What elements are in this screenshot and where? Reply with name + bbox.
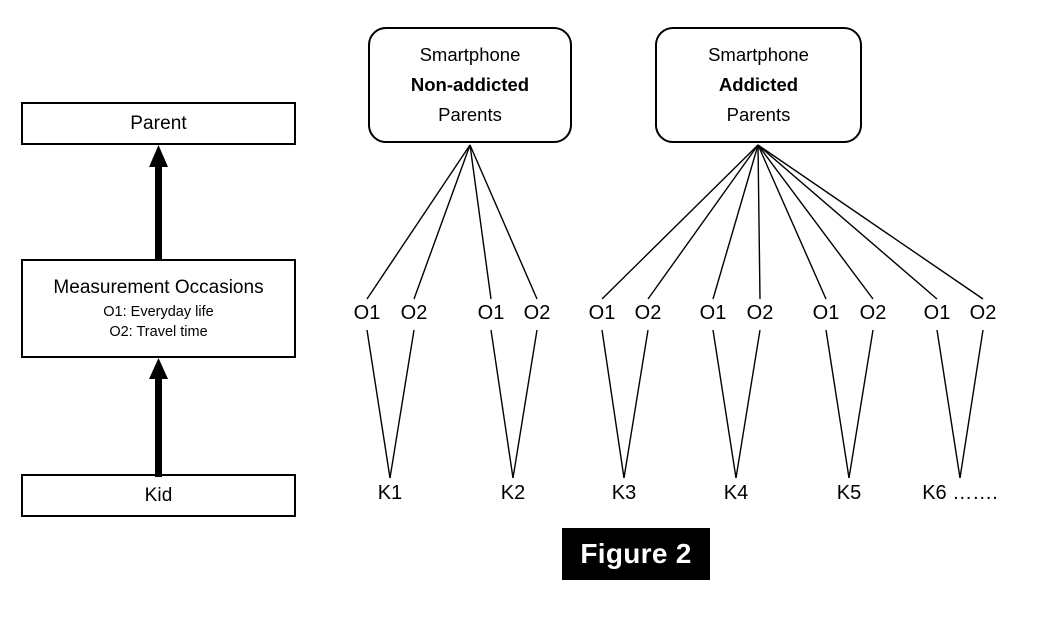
measurement-occasions-title: Measurement Occasions: [53, 277, 264, 298]
edge-o1-to-K1: [366, 329, 391, 479]
occasion-node-o2-2: O2: [523, 302, 551, 324]
edge-group-addicted-to-o1-K4: [712, 144, 759, 300]
group-addicted-line3: Parents: [726, 104, 791, 125]
parent-level-label: Parent: [130, 112, 187, 134]
occasion-node-o1-2: O1: [477, 302, 505, 324]
kid-node-2: K2: [500, 482, 526, 504]
edge-o2-to-K1: [389, 329, 415, 479]
kid-node-3: K3: [611, 482, 637, 504]
measurement-occasions-box: Measurement Occasions O1: Everyday life …: [21, 259, 296, 358]
edge-o1-to-K4: [712, 329, 737, 479]
occasion-node-o1-5: O1: [812, 302, 840, 324]
edge-o2-to-K2: [512, 329, 538, 479]
group-non-addicted-line3: Parents: [438, 104, 502, 125]
occasion-node-o2-4: O2: [746, 302, 774, 324]
occasion-node-o1-3: O1: [588, 302, 616, 324]
edge-group-addicted-to-o1-K6 …….: [757, 144, 938, 300]
group-addicted-line2: Addicted: [718, 74, 799, 95]
edge-group-non-addicted-to-o2-K2: [469, 144, 538, 300]
kid-node-1: K1: [377, 482, 403, 504]
edge-o1-to-K5: [825, 329, 850, 479]
edge-o1-to-K6 …….: [936, 329, 961, 479]
occasion-node-o2-5: O2: [859, 302, 887, 324]
tree-edges: [366, 144, 984, 479]
group-non-addicted-line2: Non-addicted: [410, 74, 530, 95]
measurement-to-parent-arrow: [149, 145, 168, 259]
edge-group-addicted-to-o2-K5: [757, 144, 874, 300]
kid-level-label: Kid: [144, 484, 173, 506]
kid-to-measurement-arrow: [149, 358, 168, 477]
parent-level-box: Parent: [21, 102, 296, 145]
edge-group-addicted-to-o2-K3: [647, 144, 759, 300]
occasion-o2-description: O2: Travel time: [109, 324, 208, 340]
edge-group-non-addicted-to-o2-K1: [413, 144, 471, 300]
edge-group-addicted-to-o1-K5: [757, 144, 827, 300]
kid-node-4: K4: [723, 482, 749, 504]
edge-o2-to-K6 …….: [959, 329, 984, 479]
occasion-node-o2-1: O2: [400, 302, 428, 324]
edge-o2-to-K5: [848, 329, 874, 479]
edge-o2-to-K3: [623, 329, 649, 479]
edge-o1-to-K3: [601, 329, 625, 479]
edge-group-addicted-to-o1-K3: [601, 144, 759, 300]
kid-node-6: K6 …….: [922, 482, 998, 504]
group-non-addicted-line1: Smartphone: [419, 44, 521, 65]
figure-caption-plate: Figure 2: [562, 528, 710, 580]
kid-level-box: Kid: [21, 474, 296, 517]
edge-o1-to-K2: [490, 329, 514, 479]
occasion-node-o2-6: O2: [969, 302, 997, 324]
occasion-o1-description: O1: Everyday life: [103, 304, 214, 320]
edge-group-non-addicted-to-o1-K1: [366, 144, 471, 300]
occasion-node-o1-6: O1: [923, 302, 951, 324]
occasion-node-o1-4: O1: [699, 302, 727, 324]
group-box-non-addicted: Smartphone Non-addicted Parents: [368, 27, 572, 143]
occasion-node-o2-3: O2: [634, 302, 662, 324]
edge-o2-to-K4: [735, 329, 761, 479]
kid-node-5: K5: [836, 482, 862, 504]
edge-group-addicted-to-o2-K4: [757, 144, 761, 300]
group-box-addicted: Smartphone Addicted Parents: [655, 27, 862, 143]
edge-group-addicted-to-o2-K6 …….: [757, 144, 984, 300]
occasion-node-o1-1: O1: [353, 302, 381, 324]
group-addicted-line1: Smartphone: [708, 44, 809, 65]
edge-group-non-addicted-to-o1-K2: [469, 144, 492, 300]
